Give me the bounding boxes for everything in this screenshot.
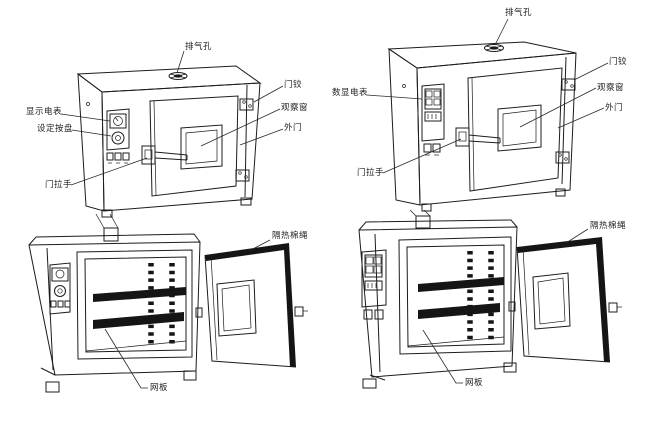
outer-door [149,84,248,198]
door-hinges [235,98,254,182]
door-latch [195,307,203,318]
foot [555,188,566,197]
outer-door [467,56,567,192]
setting-dial [111,131,125,145]
foot [183,370,197,381]
chamber [398,236,512,355]
mesh-shelf-upper [418,277,504,292]
insulation-seal [517,237,610,362]
exhaust-vent [484,44,504,52]
label-observation-window-tl: 观察窗 [281,103,309,113]
door-knob [294,306,304,317]
oven-closed-digital [366,18,609,212]
door-handle [141,145,188,165]
label-observation-window-tr: 观察窗 [597,83,625,93]
control-panel-digital [361,249,387,320]
leader-lines [366,18,609,174]
label-digital-meter: 数显电表 [332,88,369,98]
label-outer-door-tl: 外门 [284,123,303,133]
foot [45,381,60,393]
foot [240,197,252,206]
exhaust-stub [95,213,119,242]
mesh-shelf-upper [93,287,186,302]
label-door-hinge-tl: 门铰 [284,80,303,90]
exhaust-vent [168,72,188,80]
door-window [532,272,571,330]
oven-open-analog [28,213,308,393]
door-knob [608,302,618,313]
control-panel-digital [421,83,445,156]
label-exhaust-hole-tr: 排气孔 [505,8,533,18]
control-panel-analog [106,108,130,164]
label-exhaust-hole-tl: 排气孔 [185,42,213,52]
foot [421,203,432,212]
leader-lines [422,228,589,384]
insulation-seal [205,243,296,367]
door-handle [455,127,501,147]
mesh-shelf-lower [93,312,184,329]
label-mesh-shelf-bl: 网板 [150,383,169,393]
label-mesh-shelf-br: 网板 [465,378,484,388]
chamber [76,249,193,360]
oven-closed-analog [60,50,284,218]
foot [503,362,517,373]
oven-open-digital [358,209,622,389]
door-window [216,279,257,337]
leader-lines [60,50,284,186]
open-door [516,237,622,363]
digital-display [424,88,442,110]
control-panel-analog [49,262,71,315]
side-hole [86,102,90,106]
label-outer-door-tr: 外门 [605,103,624,113]
open-door [204,243,308,368]
foot [101,209,113,218]
exhaust-stub [409,209,431,229]
door-hinges [555,78,576,164]
label-door-handle-tr: 门拉手 [357,168,385,178]
observation-window [497,104,542,152]
foot [362,378,377,389]
label-insulation-rope-br: 隔热棉绳 [590,221,627,231]
leader-lines [104,239,271,389]
mesh-shelf-lower [418,303,500,319]
label-setting-keypad: 设定按盘 [37,124,74,134]
label-door-handle-tl: 门拉手 [45,180,73,190]
door-latch [508,301,516,312]
label-display-meter: 显示电表 [26,107,63,117]
label-insulation-rope-bl: 隔热棉绳 [272,231,309,241]
observation-window [180,124,223,170]
side-hole [402,84,406,88]
label-door-hinge-tr: 门铰 [609,57,628,67]
